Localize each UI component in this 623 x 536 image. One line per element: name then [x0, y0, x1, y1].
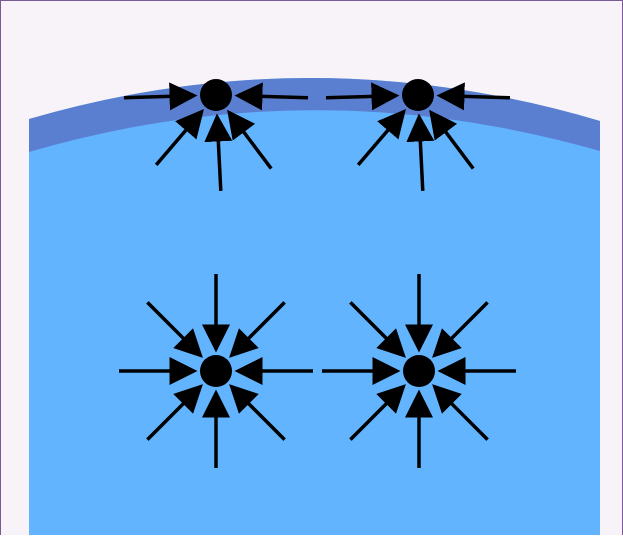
molecule-bulk-left — [200, 355, 232, 387]
molecule-bulk-right — [403, 355, 435, 387]
force-arrow-surface-right-left — [326, 96, 396, 98]
force-arrow-surface-left-left — [124, 96, 194, 98]
force-arrow-surface-right-right — [440, 96, 510, 98]
liquid-body — [29, 78, 600, 535]
force-arrow-surface-left-right — [238, 96, 308, 98]
molecule-surface-right — [402, 79, 434, 111]
molecule-surface-left — [200, 79, 232, 111]
